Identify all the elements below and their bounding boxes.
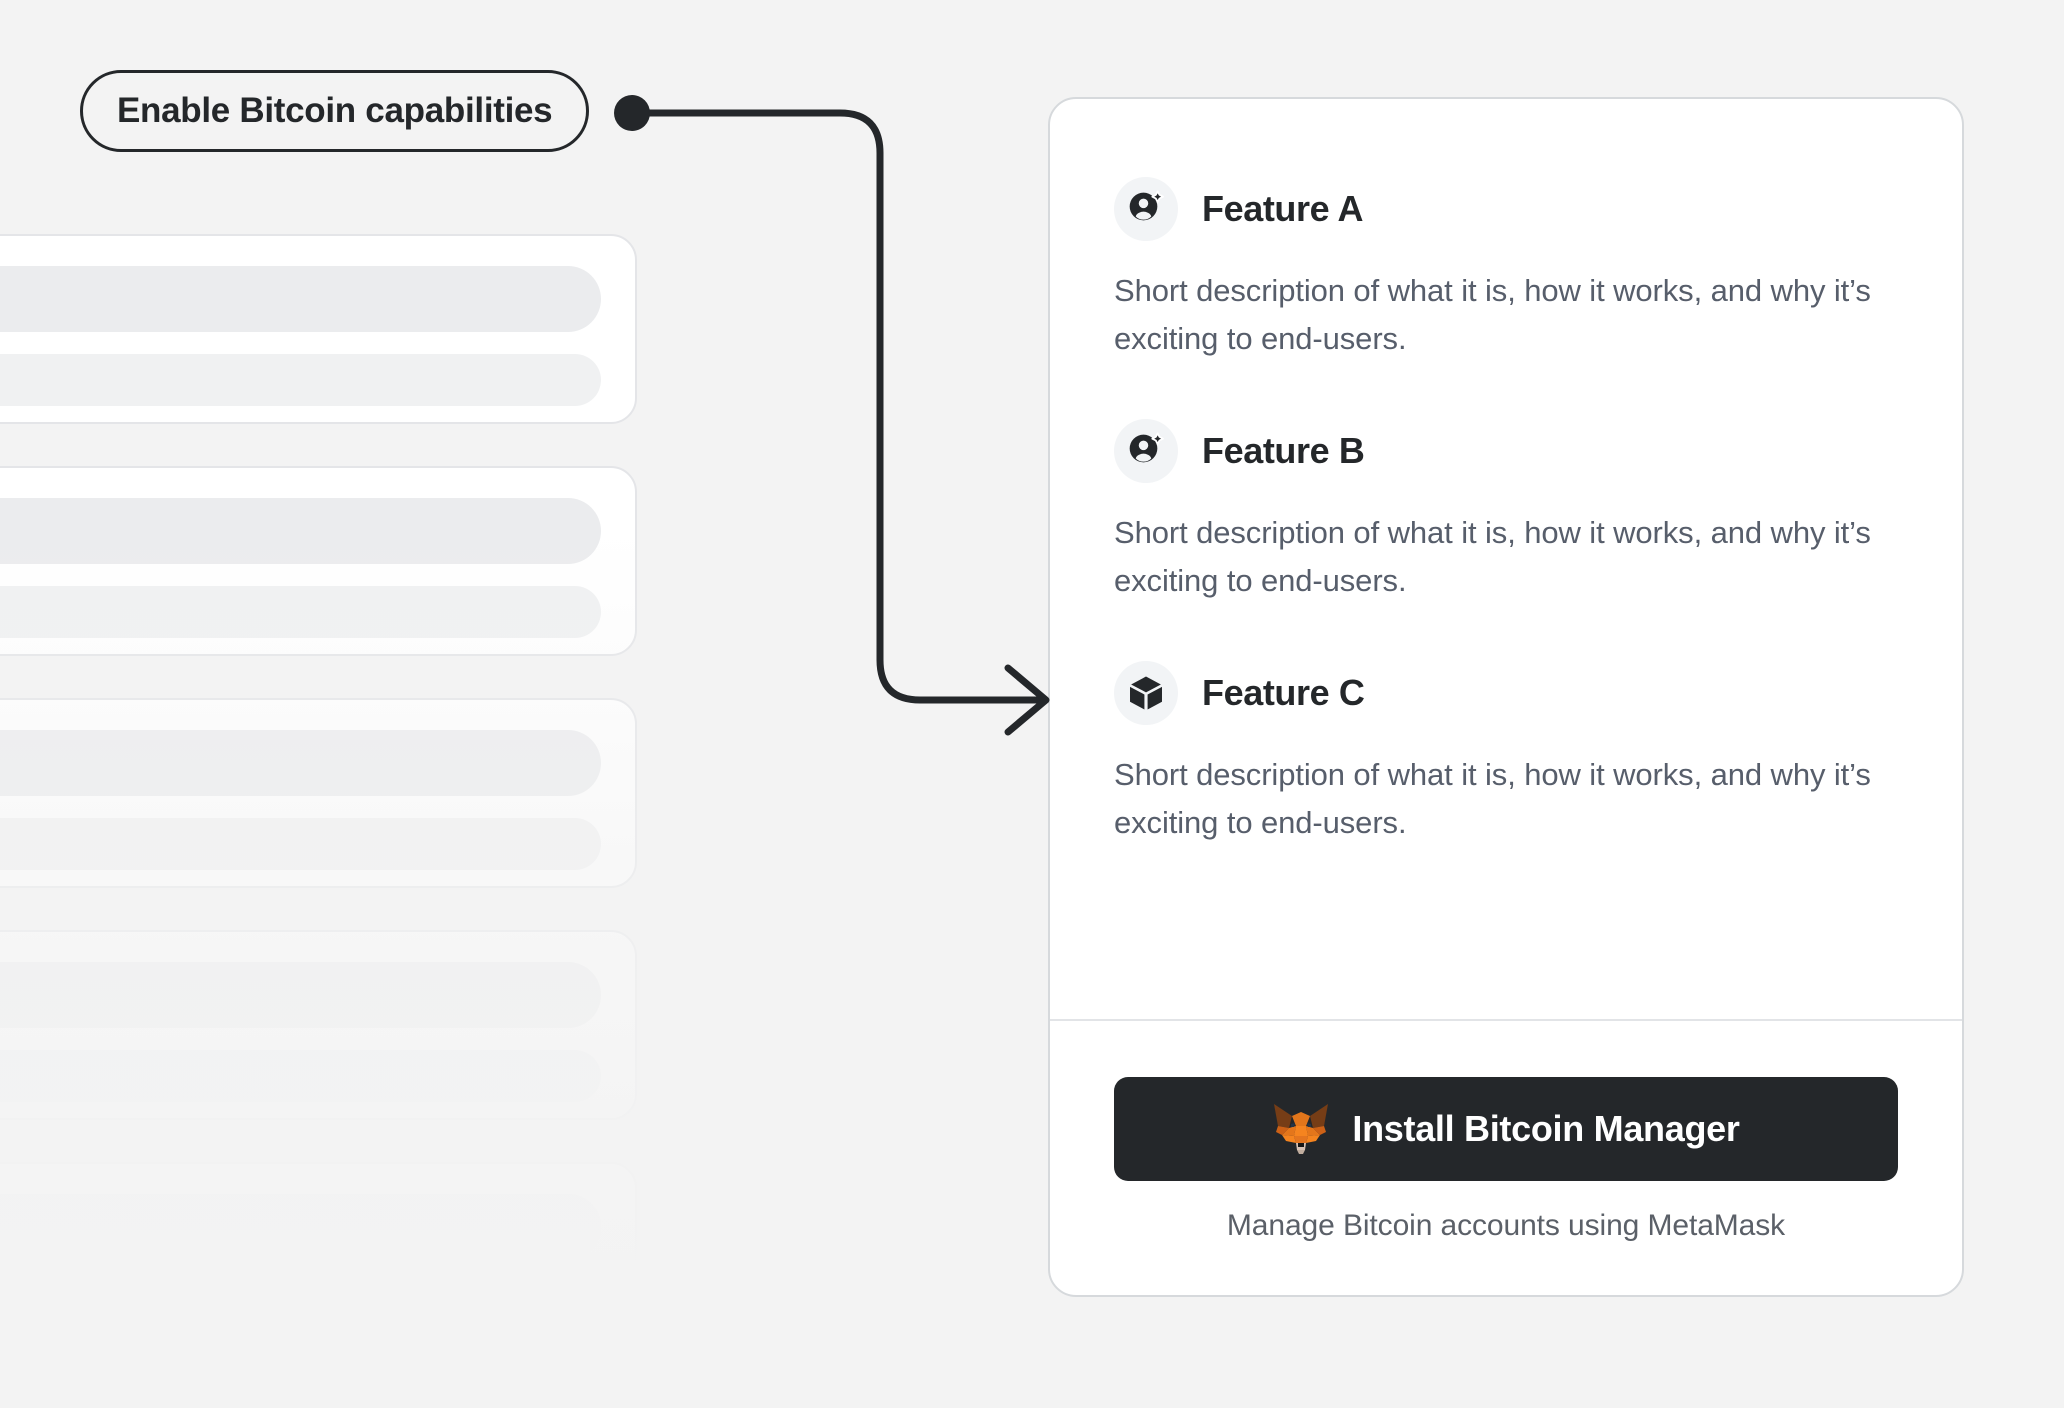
feature-c-description: Short description of what it is, how it … — [1114, 757, 1871, 841]
skeleton-bar-primary — [0, 962, 601, 1028]
install-caption: Manage Bitcoin accounts using MetaMask — [1226, 1209, 1786, 1242]
card-footer: Install Bitcoin Manager Manage Bitcoin a… — [1050, 1019, 1962, 1295]
feature-a-description: Short description of what it is, how it … — [1114, 273, 1871, 357]
cube-icon — [1114, 661, 1178, 726]
skeleton-card-stack — [0, 234, 640, 1394]
add-user-icon — [1114, 419, 1178, 484]
feature-a-title: Feature A — [1202, 188, 1364, 229]
feature-item-c: Feature C Short description of what it i… — [1114, 661, 1898, 847]
skeleton-card — [0, 1162, 637, 1352]
skeleton-bar-secondary — [0, 354, 601, 406]
skeleton-bar-secondary — [0, 1282, 601, 1334]
skeleton-card — [0, 698, 637, 888]
feature-list: Feature A Short description of what it i… — [1050, 99, 1962, 1019]
skeleton-card — [0, 930, 637, 1120]
skeleton-bar-primary — [0, 1194, 601, 1260]
connector-dot — [614, 95, 650, 131]
add-user-icon — [1114, 177, 1178, 241]
feature-b-title: Feature B — [1202, 430, 1365, 472]
skeleton-bar-secondary — [0, 818, 601, 870]
skeleton-bar-secondary — [0, 586, 601, 638]
callout-enable-bitcoin-capabilities: Enable Bitcoin capabilities — [80, 70, 590, 152]
skeleton-bar-primary — [0, 498, 601, 564]
install-button-label: Install Bitcoin Manager — [1352, 1108, 1740, 1149]
skeleton-card — [0, 466, 637, 656]
feature-item-a: Feature A Short description of what it i… — [1114, 177, 1898, 363]
feature-item-b: Feature B Short description of what it i… — [1114, 419, 1898, 605]
feature-b-description: Short description of what it is, how it … — [1114, 515, 1871, 599]
skeleton-bar-secondary — [0, 1050, 601, 1102]
feature-c-header: Feature C — [1114, 661, 1898, 726]
feature-a-header: Feature A — [1114, 177, 1898, 241]
install-bitcoin-manager-button[interactable]: Install Bitcoin Manager — [1114, 1077, 1898, 1181]
callout-label: Enable Bitcoin capabilities — [117, 91, 553, 130]
connector-path — [628, 109, 1044, 704]
feature-b-header: Feature B — [1114, 419, 1898, 484]
feature-card-panel: Feature A Short description of what it i… — [1048, 97, 1964, 1297]
skeleton-bar-primary — [0, 266, 601, 332]
skeleton-bar-primary — [0, 730, 601, 796]
skeleton-card — [0, 234, 637, 424]
feature-c-title: Feature C — [1202, 672, 1365, 714]
metamask-fox-icon — [1272, 1102, 1330, 1156]
connector-arrowhead — [1004, 664, 1050, 736]
